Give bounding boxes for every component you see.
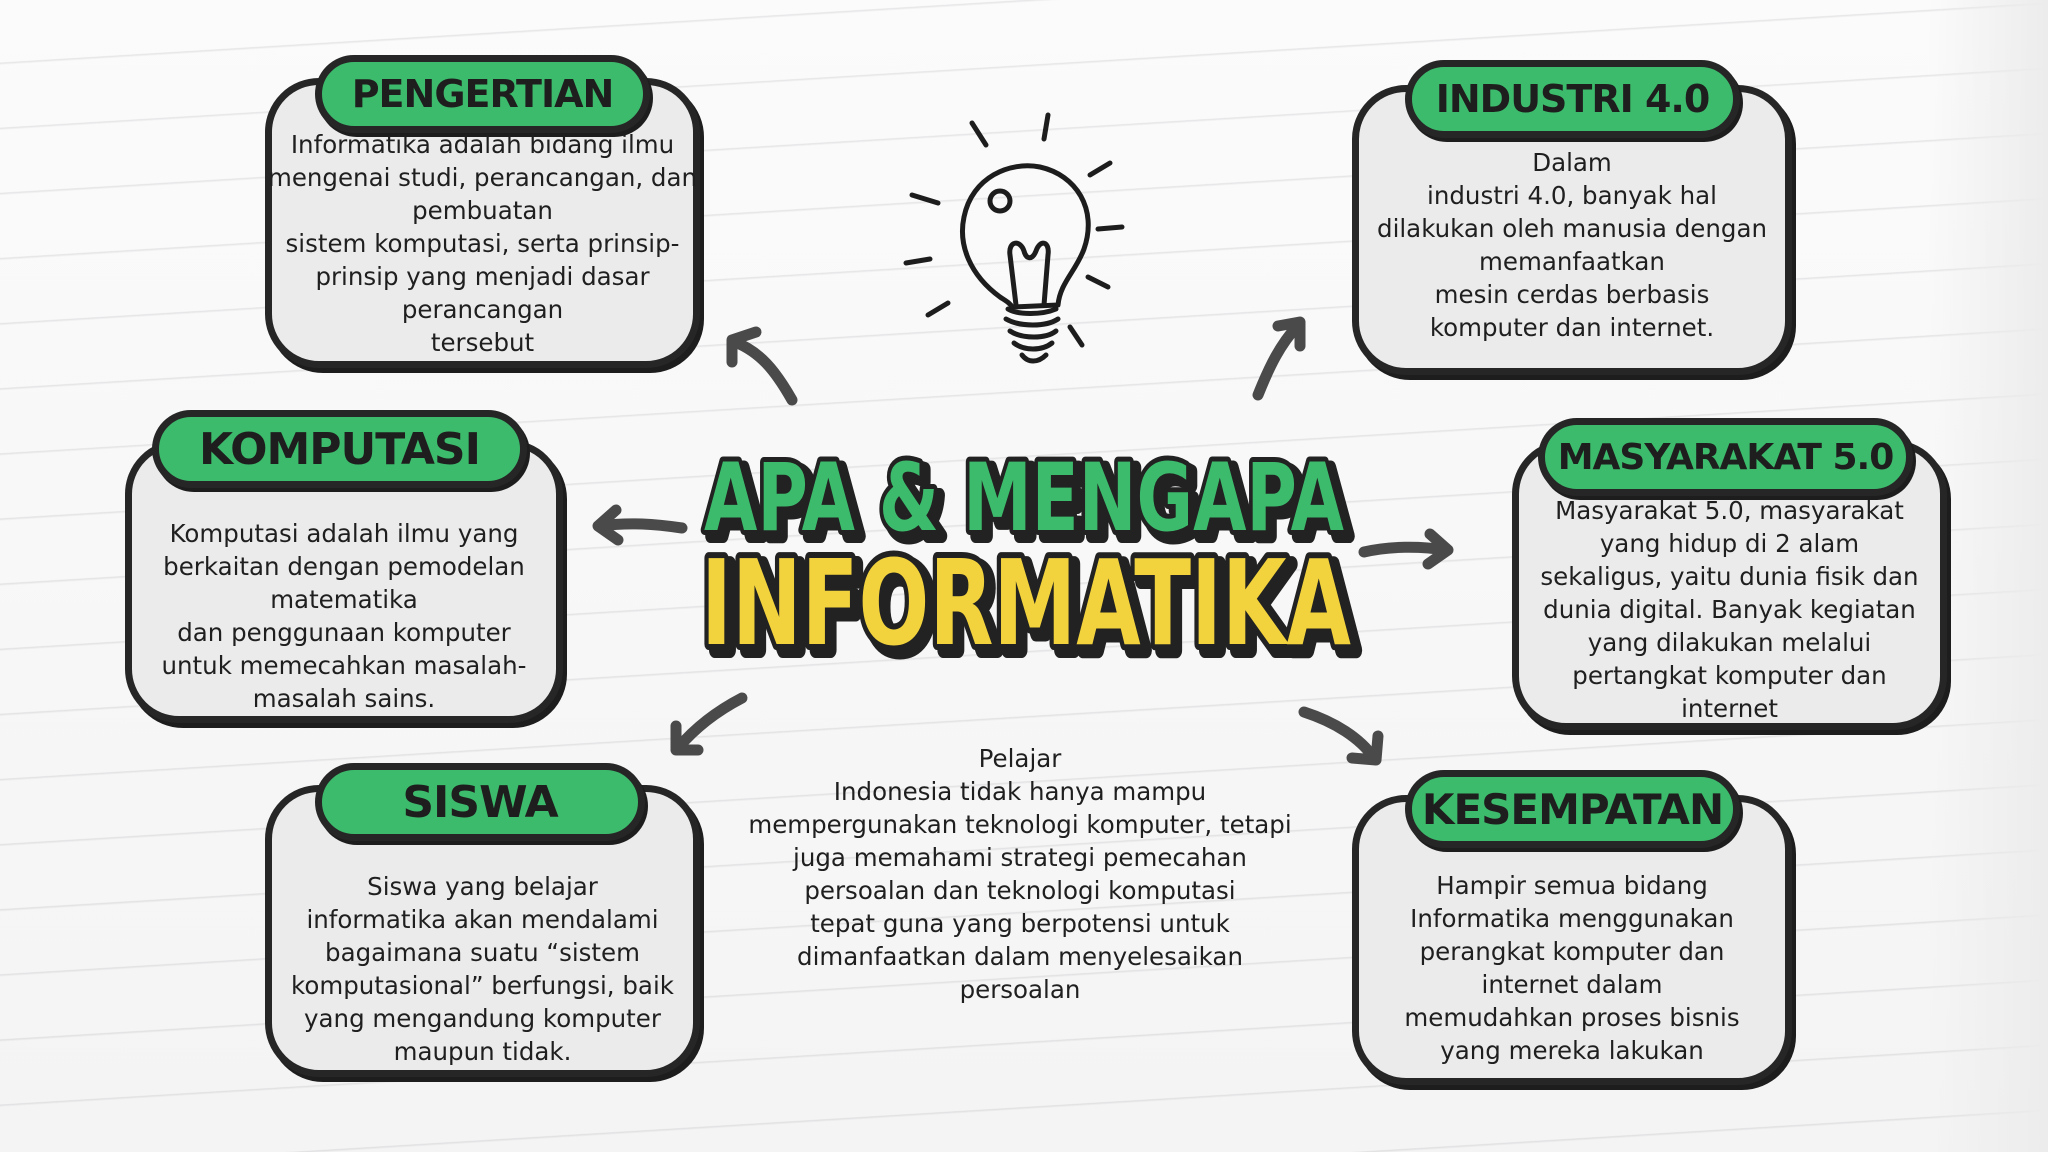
text-line: komputasional” berfungsi, baik xyxy=(291,971,674,1000)
komputasi-heading: KOMPUTASI xyxy=(152,410,527,488)
text-line: memudahkan proses bisnis xyxy=(1404,1003,1740,1032)
center-description: Pelajar Indonesia tidak hanya mampu memp… xyxy=(700,742,1340,1006)
text-line: Informatika adalah bidang ilmu xyxy=(290,130,675,159)
text-line: perancangan xyxy=(401,295,564,324)
text-line: prinsip yang menjadi dasar xyxy=(315,262,650,291)
text-line: dan penggunaan komputer xyxy=(177,618,511,647)
title-line1: APA & MENGAPA xyxy=(704,444,1344,553)
text-line: Pelajar xyxy=(978,744,1062,773)
text-line: yang mereka lakukan xyxy=(1440,1036,1704,1065)
komputasi-text: Komputasi adalah ilmu yang berkaitan den… xyxy=(125,517,563,715)
arrow-to-masyarakat-icon xyxy=(1358,528,1454,570)
text-line: masalah sains. xyxy=(252,684,436,713)
text-line: perangkat komputer dan xyxy=(1419,937,1725,966)
text-line: Siswa yang belajar xyxy=(367,872,598,901)
text-line: untuk memecahkan masalah- xyxy=(161,651,527,680)
text-line: Indonesia tidak hanya mampu xyxy=(833,777,1207,806)
arrow-to-pengertian-icon xyxy=(726,326,798,406)
kesempatan-heading: KESEMPATAN xyxy=(1405,770,1740,848)
paper-edge xyxy=(1928,0,2048,1152)
text-line: yang hidup di 2 alam xyxy=(1599,529,1860,558)
text-line: bagaimana suatu “sistem xyxy=(325,938,640,967)
text-line: maupun tidak. xyxy=(393,1037,572,1066)
text-line: Dalam xyxy=(1532,148,1612,177)
text-line: Masyarakat 5.0, masyarakat xyxy=(1555,496,1904,525)
arrow-to-siswa-icon xyxy=(670,692,748,756)
industri-text: Dalam industri 4.0, banyak hal dilakukan… xyxy=(1352,146,1792,344)
pengertian-heading: PENGERTIAN xyxy=(315,55,650,133)
text-line: yang mengandung komputer xyxy=(304,1004,661,1033)
text-line: mengenai studi, perancangan, dan xyxy=(267,163,698,192)
text-line: yang dilakukan melalui xyxy=(1587,628,1872,657)
text-line: Komputasi adalah ilmu yang xyxy=(169,519,519,548)
text-line: pertangkat komputer dan xyxy=(1572,661,1887,690)
arrow-to-industri-icon xyxy=(1252,316,1306,401)
title-line2-shadow: INFORMATIKA xyxy=(707,540,1357,678)
masyarakat-text: Masyarakat 5.0, masyarakat yang hidup di… xyxy=(1512,494,1947,725)
text-line: Hampir semua bidang xyxy=(1436,871,1708,900)
text-line: pembuatan xyxy=(412,196,553,225)
lightbulb-icon xyxy=(903,112,1125,364)
text-line: persoalan xyxy=(959,975,1081,1004)
text-line: internet dalam xyxy=(1481,970,1663,999)
text-line: Informatika menggunakan xyxy=(1410,904,1734,933)
text-line: persoalan dan teknologi komputasi xyxy=(804,876,1236,905)
siswa-text: Siswa yang belajar informatika akan mend… xyxy=(265,870,700,1068)
text-line: dimanfaatkan dalam menyelesaikan xyxy=(797,942,1243,971)
kesempatan-text: Hampir semua bidang Informatika mengguna… xyxy=(1352,869,1792,1067)
text-line: sistem komputasi, serta prinsip- xyxy=(285,229,680,258)
pengertian-text: Informatika adalah bidang ilmu mengenai … xyxy=(265,128,700,359)
text-line: komputer dan internet. xyxy=(1429,313,1715,342)
text-line: sekaligus, yaitu dunia fisik dan xyxy=(1540,562,1919,591)
siswa-heading: SISWA xyxy=(315,763,645,841)
masyarakat-heading: MASYARAKAT 5.0 xyxy=(1538,418,1913,496)
title-line2: INFORMATIKA xyxy=(701,534,1351,672)
text-line: internet xyxy=(1681,694,1778,723)
title-line1-shadow: APA & MENGAPA xyxy=(710,450,1350,559)
text-line: tersebut xyxy=(430,328,535,357)
text-line: informatika akan mendalami xyxy=(306,905,659,934)
text-line: mempergunakan teknologi komputer, tetapi xyxy=(748,810,1292,839)
text-line: industri 4.0, banyak hal xyxy=(1427,181,1717,210)
text-line: dilakukan oleh manusia dengan xyxy=(1377,214,1767,243)
arrow-to-komputasi-icon xyxy=(592,504,688,546)
text-line: berkaitan dengan pemodelan xyxy=(163,552,525,581)
text-line: mesin cerdas berbasis xyxy=(1434,280,1710,309)
text-line: memanfaatkan xyxy=(1479,247,1665,276)
text-line: matematika xyxy=(270,585,418,614)
industri-heading: INDUSTRI 4.0 xyxy=(1405,60,1740,138)
text-line: tepat guna yang berpotensi untuk xyxy=(810,909,1230,938)
text-line: juga memahami strategi pemecahan xyxy=(793,843,1247,872)
arrow-to-kesempatan-icon xyxy=(1298,706,1384,766)
text-line: dunia digital. Banyak kegiatan xyxy=(1543,595,1916,624)
